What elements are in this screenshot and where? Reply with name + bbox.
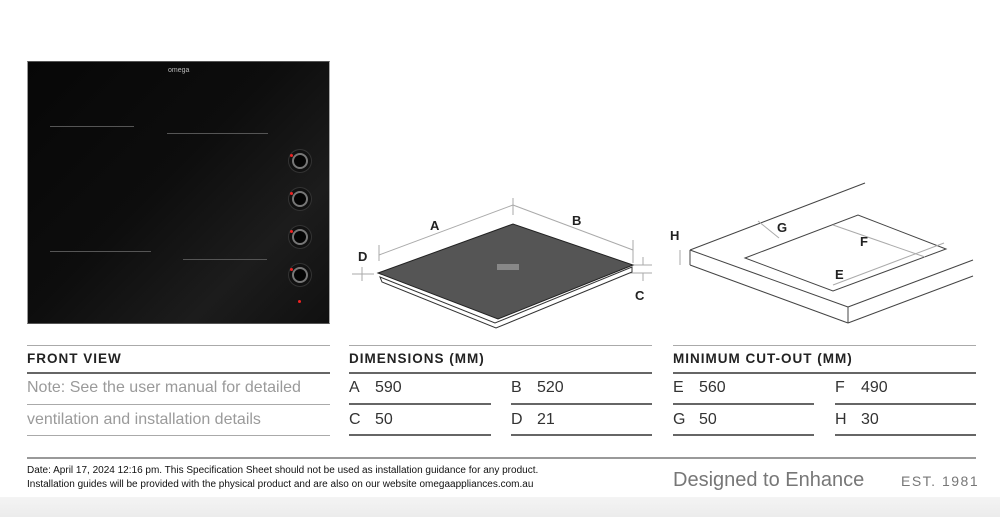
divider bbox=[673, 345, 976, 346]
label-g: G bbox=[777, 220, 787, 235]
dim-label: G bbox=[673, 411, 686, 428]
dim-label: A bbox=[349, 379, 360, 396]
cutout-diagram: G F E H bbox=[670, 182, 974, 324]
divider bbox=[27, 372, 330, 374]
divider bbox=[349, 434, 491, 436]
indicator-light bbox=[290, 192, 293, 195]
dimension-d: D 21 bbox=[511, 411, 555, 429]
disclaimer-line-2: Installation guides will be provided wit… bbox=[27, 479, 534, 490]
label-b: B bbox=[572, 213, 581, 228]
front-view-heading: FRONT VIEW bbox=[27, 351, 122, 366]
note-line-2: ventilation and installation details bbox=[27, 411, 261, 428]
tagline: Designed to Enhance bbox=[673, 469, 865, 491]
dim-label: E bbox=[673, 379, 684, 396]
cutout-e: E 560 bbox=[673, 379, 726, 397]
cutout-f: F 490 bbox=[835, 379, 888, 397]
dim-label: H bbox=[835, 411, 847, 428]
footer-divider bbox=[27, 457, 976, 459]
indicator-light bbox=[290, 154, 293, 157]
page-bottom-band bbox=[0, 497, 1000, 517]
label-h: H bbox=[670, 228, 679, 243]
dim-value: 520 bbox=[537, 379, 564, 396]
note-line-1: Note: See the user manual for detailed bbox=[27, 379, 301, 396]
control-knob bbox=[292, 191, 308, 207]
disclaimer: Date: April 17, 2024 12:16 pm. This Spec… bbox=[27, 464, 538, 492]
dim-value: 490 bbox=[861, 379, 888, 396]
cutout-g: G 50 bbox=[673, 411, 717, 429]
divider bbox=[349, 403, 491, 405]
cutout-heading: MINIMUM CUT-OUT (MM) bbox=[673, 351, 853, 366]
divider bbox=[673, 434, 814, 436]
divider bbox=[349, 372, 652, 374]
established-year: EST. 1981 bbox=[901, 473, 980, 489]
dim-value: 50 bbox=[699, 411, 717, 428]
dim-value: 590 bbox=[375, 379, 402, 396]
indicator-light bbox=[298, 300, 301, 303]
cooking-zone-marker bbox=[50, 126, 134, 127]
dim-value: 21 bbox=[537, 411, 555, 428]
dim-label: F bbox=[835, 379, 845, 396]
dim-label: D bbox=[511, 411, 523, 428]
dimension-c: C 50 bbox=[349, 411, 393, 429]
dimension-b: B 520 bbox=[511, 379, 564, 397]
divider bbox=[349, 345, 652, 346]
disclaimer-line-1: Date: April 17, 2024 12:16 pm. This Spec… bbox=[27, 465, 539, 476]
label-a: A bbox=[430, 218, 440, 233]
divider bbox=[27, 404, 330, 405]
dimensions-diagram: A B C D bbox=[352, 198, 652, 329]
divider bbox=[673, 403, 814, 405]
dim-label: C bbox=[349, 411, 361, 428]
divider bbox=[27, 435, 330, 436]
indicator-light bbox=[290, 230, 293, 233]
dim-value: 50 bbox=[375, 411, 393, 428]
cooktop-front-view-image: omega bbox=[27, 61, 330, 324]
control-knob bbox=[292, 153, 308, 169]
divider bbox=[511, 434, 652, 436]
dim-value: 30 bbox=[861, 411, 879, 428]
brand-logo: omega bbox=[168, 67, 190, 74]
label-e: E bbox=[835, 267, 844, 282]
divider bbox=[27, 345, 330, 346]
control-knob bbox=[292, 229, 308, 245]
cooking-zone-marker bbox=[167, 133, 268, 134]
dimension-a: A 590 bbox=[349, 379, 402, 397]
dimensions-heading: DIMENSIONS (MM) bbox=[349, 351, 485, 366]
dim-value: 560 bbox=[699, 379, 726, 396]
cooking-zone-marker bbox=[50, 251, 151, 252]
cutout-h: H 30 bbox=[835, 411, 879, 429]
cooking-zone-marker bbox=[183, 259, 267, 260]
dim-label: B bbox=[511, 379, 522, 396]
divider bbox=[673, 372, 976, 374]
control-knob bbox=[292, 267, 308, 283]
label-f: F bbox=[860, 234, 868, 249]
divider bbox=[511, 403, 652, 405]
divider bbox=[835, 403, 976, 405]
label-d: D bbox=[358, 249, 367, 264]
label-c: C bbox=[635, 288, 645, 303]
divider bbox=[835, 434, 976, 436]
indicator-light bbox=[290, 268, 293, 271]
hob-top-surface bbox=[376, 223, 635, 320]
